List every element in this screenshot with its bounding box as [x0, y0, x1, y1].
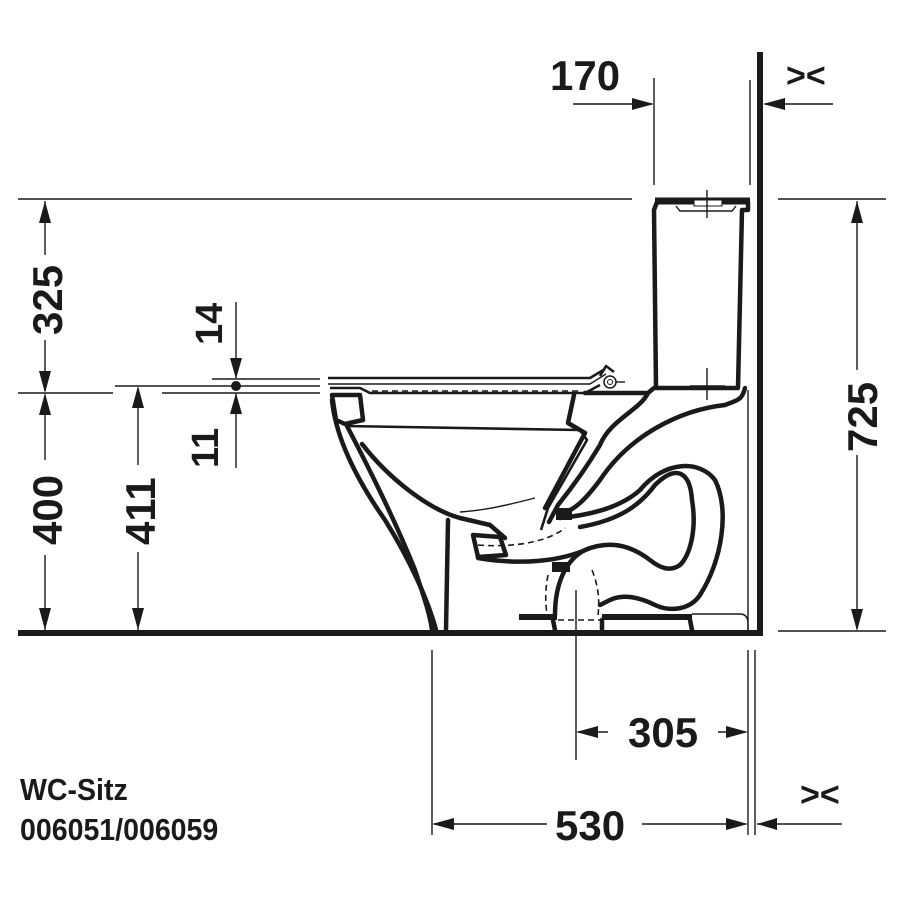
dimension-wall-gap-bottom: >< [757, 776, 842, 830]
dim-725-label: 725 [839, 382, 886, 452]
dim-305-label: 305 [628, 709, 698, 756]
dimension-seat-offsets: 14 11 [185, 302, 242, 468]
toilet-outline [328, 190, 751, 650]
wall-gap-bottom-symbol: >< [800, 776, 840, 814]
bowl-basin [359, 441, 508, 541]
dim-325-label: 325 [24, 265, 71, 335]
dimension-outlet-to-wall: 305 [575, 650, 756, 835]
dim-530-label: 530 [555, 802, 625, 849]
bowl-outer-front [329, 397, 439, 633]
dimension-total-height: 725 [839, 201, 886, 631]
dim-411-label: 411 [117, 477, 164, 545]
wall-gap-top-symbol: >< [786, 57, 826, 95]
dimension-wall-gap-top: >< [763, 57, 833, 110]
dimension-tank-depth: 170 [550, 52, 655, 185]
dim-170-label: 170 [550, 52, 620, 99]
trapway-outer [546, 390, 651, 525]
caption-seat-label: WC-Sitz [20, 772, 128, 807]
dimension-total-depth: 530 [431, 650, 748, 849]
wall-line [757, 52, 763, 636]
dim-14-label: 14 [189, 303, 231, 345]
dim-11-label: 11 [185, 428, 227, 468]
cistern-tank [651, 199, 751, 391]
bowl-interior [344, 424, 589, 531]
toilet-lid [328, 367, 606, 380]
dim-400-label: 400 [24, 475, 71, 545]
dimension-tank-above-seat: 325 [24, 201, 71, 393]
caption-seat-model-numbers: 006051/006059 [20, 812, 219, 847]
seat-reference-point [231, 381, 241, 391]
floor-line [18, 630, 763, 636]
toilet-seat [330, 383, 601, 395]
dimension-seat-top-height: 411 [117, 386, 164, 630]
trapway-loop [557, 463, 725, 612]
seat-hinge [603, 375, 617, 389]
dimension-seat-height: 400 [24, 393, 71, 630]
